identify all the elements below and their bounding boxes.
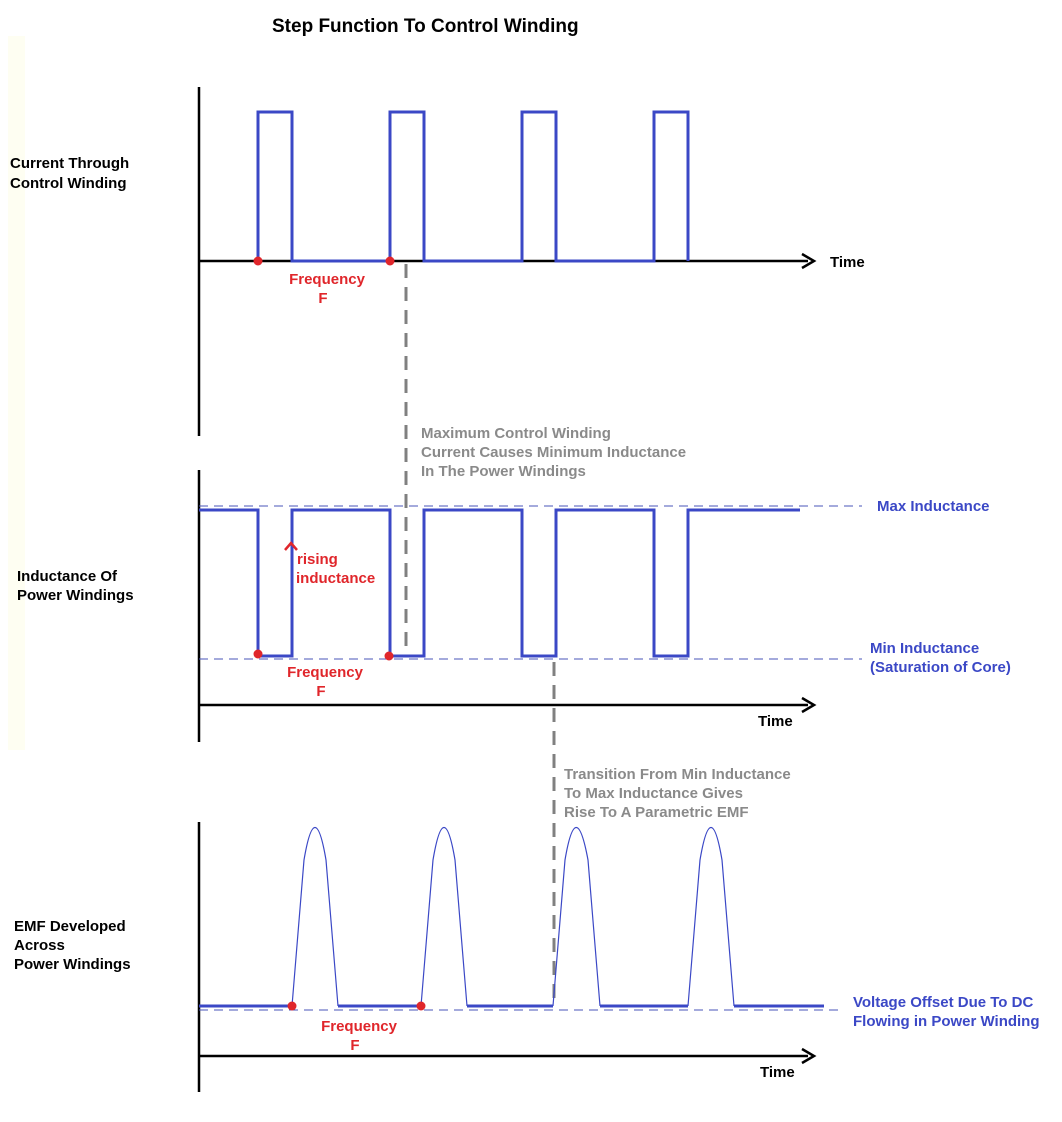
panel-middle-frequency-line-1: Frequency [287,664,364,681]
panel-top-marker-1 [253,256,263,266]
annotation-max-control: Maximum Control Winding Current Causes M… [421,425,686,480]
panel-top-axis-label: Time [830,254,865,271]
annotation-transition-line-2: To Max Inductance Gives [564,785,743,802]
panel-bottom-label-line-1: EMF Developed [14,918,126,935]
rising-arrow-icon [284,541,298,551]
panel-bottom-x-arrowhead [801,1047,817,1065]
voltage-offset-label-line-2: Flowing in Power Winding [853,1013,1040,1030]
inductance-waveform [199,508,800,658]
emf-pulse-2 [420,826,468,1007]
min-inductance-label-line-2: (Saturation of Core) [870,659,1011,676]
annotation-transition: Transition From Min Inductance To Max In… [564,766,791,821]
panel-bottom-label-line-3: Power Windings [14,956,131,973]
annotation-transition-line-3: Rise To A Parametric EMF [564,804,749,821]
rising-label-line-1: rising [297,551,338,568]
panel-top-marker-2 [385,256,395,266]
panel-control-current: Current Through Control Winding Time Fre… [10,87,865,436]
rising-label-line-2: inductance [296,570,375,587]
min-inductance-label-line-1: Min Inductance [870,640,979,657]
panel-middle-frequency-line-2: F [316,683,325,700]
panel-bottom-label-line-2: Across [14,937,65,954]
annotation-max-control-line-1: Maximum Control Winding [421,425,611,442]
max-inductance-label: Max Inductance [877,498,990,515]
panel-bottom-axis-label: Time [760,1064,795,1081]
panel-middle-label-line-1: Inductance Of [17,568,118,585]
annotation-max-control-line-3: In The Power Windings [421,463,586,480]
annotation-max-control-line-2: Current Causes Minimum Inductance [421,444,686,461]
panel-middle-label-line-2: Power Windings [17,587,134,604]
panel-top-label-line-2: Control Winding [10,175,127,192]
panel-top-frequency-line-2: F [318,290,327,307]
emf-pulse-4 [687,826,735,1007]
panel-bottom-frequency-line-2: F [350,1037,359,1054]
panel-middle-marker-2 [384,651,394,661]
control-current-pulse-train [256,110,690,263]
diagram-title: Step Function To Control Winding [272,16,579,37]
panel-bottom-frequency-line-1: Frequency [321,1018,398,1035]
panel-bottom-marker-2 [416,1001,426,1011]
panel-top-frequency-line-1: Frequency [289,271,366,288]
annotation-transition-line-1: Transition From Min Inductance [564,766,791,783]
panel-top-label-line-1: Current Through [10,155,129,172]
panel-emf: EMF Developed Across Power Windings Time… [14,822,1040,1092]
emf-pulse-3 [552,826,601,1007]
panel-top-x-arrowhead [801,252,817,270]
panel-inductance: Inductance Of Power Windings Time rising… [17,470,1011,742]
panel-bottom-marker-1 [287,1001,297,1011]
voltage-offset-label-line-1: Voltage Offset Due To DC [853,994,1033,1011]
panel-middle-x-arrowhead [801,696,817,714]
emf-pulse-1 [291,826,339,1007]
panel-middle-marker-1 [253,649,263,659]
panel-middle-axis-label: Time [758,713,793,730]
highlight-band [8,36,25,750]
